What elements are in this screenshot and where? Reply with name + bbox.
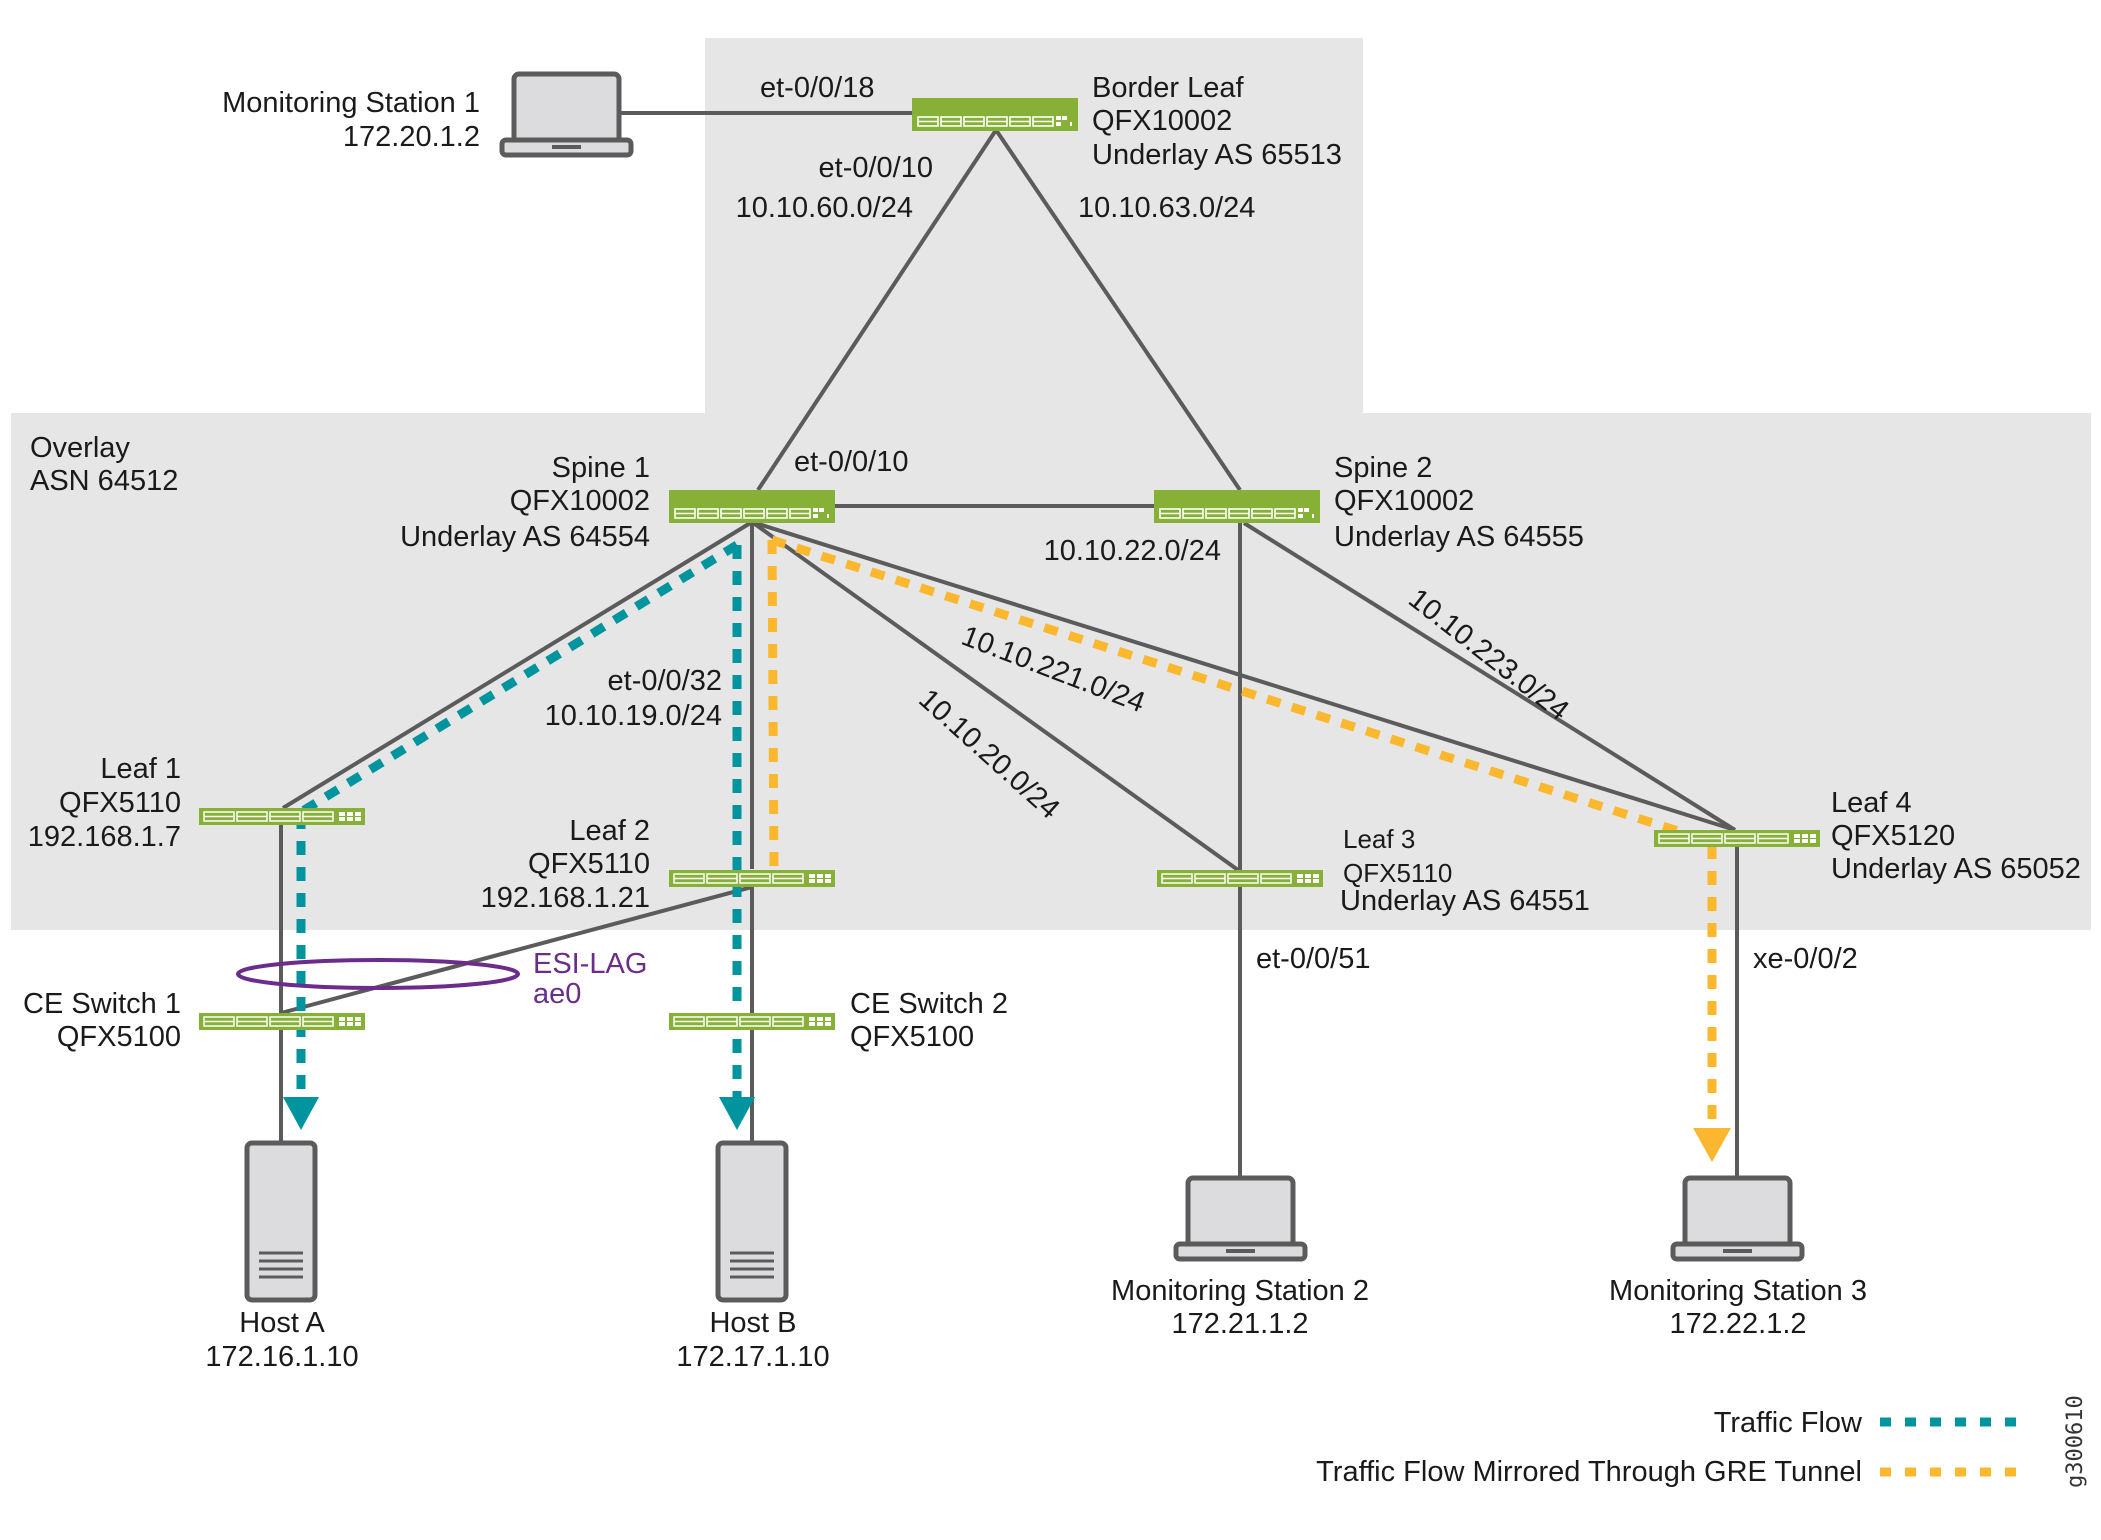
traffic-flow-arrow-hostb: [719, 1097, 755, 1130]
spine1-name: Spine 1: [552, 452, 650, 484]
link-borderleaf-spine2: [994, 128, 1242, 492]
mon2-ip: 172.21.1.2: [1171, 1308, 1308, 1340]
link-spine1-leaf4: [751, 520, 1736, 832]
leaf4-name: Leaf 4: [1831, 787, 1912, 819]
monitoring-station1-laptop-icon[interactable]: [502, 74, 631, 155]
host-b-server-icon[interactable]: [718, 1143, 786, 1300]
leaf4-as: Underlay AS 65052: [1831, 853, 2081, 885]
overlay-asn-label: ASN 64512: [30, 465, 178, 497]
spine2-as: Underlay AS 64555: [1334, 521, 1584, 553]
ce-switch1-model: QFX5100: [57, 1021, 181, 1053]
border-leaf-model: QFX10002: [1092, 105, 1232, 137]
border-leaf-name: Border Leaf: [1092, 72, 1244, 104]
port-label-et-0-0-32: et-0/0/32: [608, 665, 722, 697]
mirror-flow-spine1-leaf4: [770, 535, 1714, 847]
host-b-ip: 172.17.1.10: [676, 1341, 829, 1373]
leaf3-switch-icon[interactable]: [1156, 869, 1324, 888]
esi-lag-ellipse: [236, 958, 520, 990]
leaf1-name: Leaf 1: [100, 753, 181, 785]
border-leaf-switch-icon[interactable]: [911, 97, 1079, 132]
host-a-name: Host A: [239, 1307, 325, 1339]
mon2-name: Monitoring Station 2: [1111, 1275, 1369, 1307]
mon1-name: Monitoring Station 1: [222, 87, 480, 119]
leaf4-switch-icon[interactable]: [1653, 829, 1821, 848]
traffic-flow-spine1-leaf1: [298, 541, 740, 816]
ce-switch1-icon[interactable]: [198, 1012, 366, 1031]
traffic-flow-arrow-hosta: [283, 1097, 319, 1130]
mon1-ip: 172.20.1.2: [343, 121, 480, 153]
esi-lag-interface: ae0: [533, 978, 581, 1010]
host-a-ip: 172.16.1.10: [205, 1341, 358, 1373]
mirror-flow-spine1-leaf2: [767, 539, 779, 871]
subnet-label-10-10-22: 10.10.22.0/24: [1044, 535, 1221, 567]
legend-traffic-flow-label: Traffic Flow: [1714, 1407, 1863, 1439]
link-leaf2-ce1: [280, 885, 753, 1015]
host-a-server-icon[interactable]: [247, 1143, 315, 1300]
leaf2-model: QFX5110: [528, 848, 650, 880]
mon3-name: Monitoring Station 3: [1609, 1275, 1867, 1307]
host-b-name: Host B: [709, 1307, 796, 1339]
ce-switch2-model: QFX5100: [850, 1021, 974, 1053]
spine2-name: Spine 2: [1334, 452, 1432, 484]
link-spine1-leaf3: [750, 520, 1240, 872]
port-label-bl-et-0-0-10: et-0/0/10: [819, 152, 933, 184]
leaf1-ip: 192.168.1.7: [28, 821, 181, 853]
spine1-as: Underlay AS 64554: [400, 521, 650, 553]
subnet-label-10-10-63: 10.10.63.0/24: [1078, 192, 1255, 224]
leaf1-switch-icon[interactable]: [198, 807, 366, 826]
link-borderleaf-spine1: [756, 128, 998, 492]
spine1-switch-icon[interactable]: [668, 489, 836, 524]
ce-switch2-name: CE Switch 2: [850, 988, 1008, 1020]
border-leaf-as: Underlay AS 65513: [1092, 139, 1342, 171]
port-label-et-0-0-51: et-0/0/51: [1256, 943, 1370, 975]
leaf2-switch-icon[interactable]: [668, 869, 836, 888]
mirror-flow-arrow-mon3: [1693, 1128, 1731, 1162]
leaf3-name: Leaf 3: [1343, 824, 1415, 854]
ce-switch2-icon[interactable]: [668, 1012, 836, 1031]
figure-id: g300610: [2063, 1395, 2088, 1488]
spine1-model: QFX10002: [510, 485, 650, 517]
spine2-switch-icon[interactable]: [1153, 489, 1321, 524]
subnet-label-10-10-19: 10.10.19.0/24: [545, 700, 722, 732]
subnet-label-10-10-60: 10.10.60.0/24: [736, 192, 913, 224]
leaf2-name: Leaf 2: [569, 815, 650, 847]
legend-mirrored-label: Traffic Flow Mirrored Through GRE Tunnel: [1316, 1456, 1862, 1488]
mon3-ip: 172.22.1.2: [1669, 1308, 1806, 1340]
leaf1-model: QFX5110: [59, 787, 181, 819]
leaf2-ip: 192.168.1.21: [481, 882, 650, 914]
port-label-et-0-0-18: et-0/0/18: [760, 72, 874, 104]
overlay-label: Overlay: [30, 432, 130, 464]
link-spine2-leaf4: [1242, 521, 1737, 832]
port-label-spine1-et-0-0-10: et-0/0/10: [794, 446, 908, 478]
esi-lag-label: ESI-LAG: [533, 948, 647, 980]
leaf4-model: QFX5120: [1831, 820, 1955, 852]
spine2-model: QFX10002: [1334, 485, 1474, 517]
monitoring-station2-laptop-icon[interactable]: [1176, 1178, 1305, 1259]
ce-switch1-name: CE Switch 1: [23, 988, 181, 1020]
link-spine1-leaf1: [281, 520, 754, 810]
leaf3-model: QFX5110: [1343, 858, 1452, 888]
legend: Traffic Flow Traffic Flow Mirrored Throu…: [1316, 1407, 2018, 1488]
port-label-xe-0-0-2: xe-0/0/2: [1753, 943, 1858, 975]
monitoring-station3-laptop-icon[interactable]: [1673, 1178, 1802, 1259]
leaf3-as: Underlay AS 64551: [1340, 885, 1590, 917]
